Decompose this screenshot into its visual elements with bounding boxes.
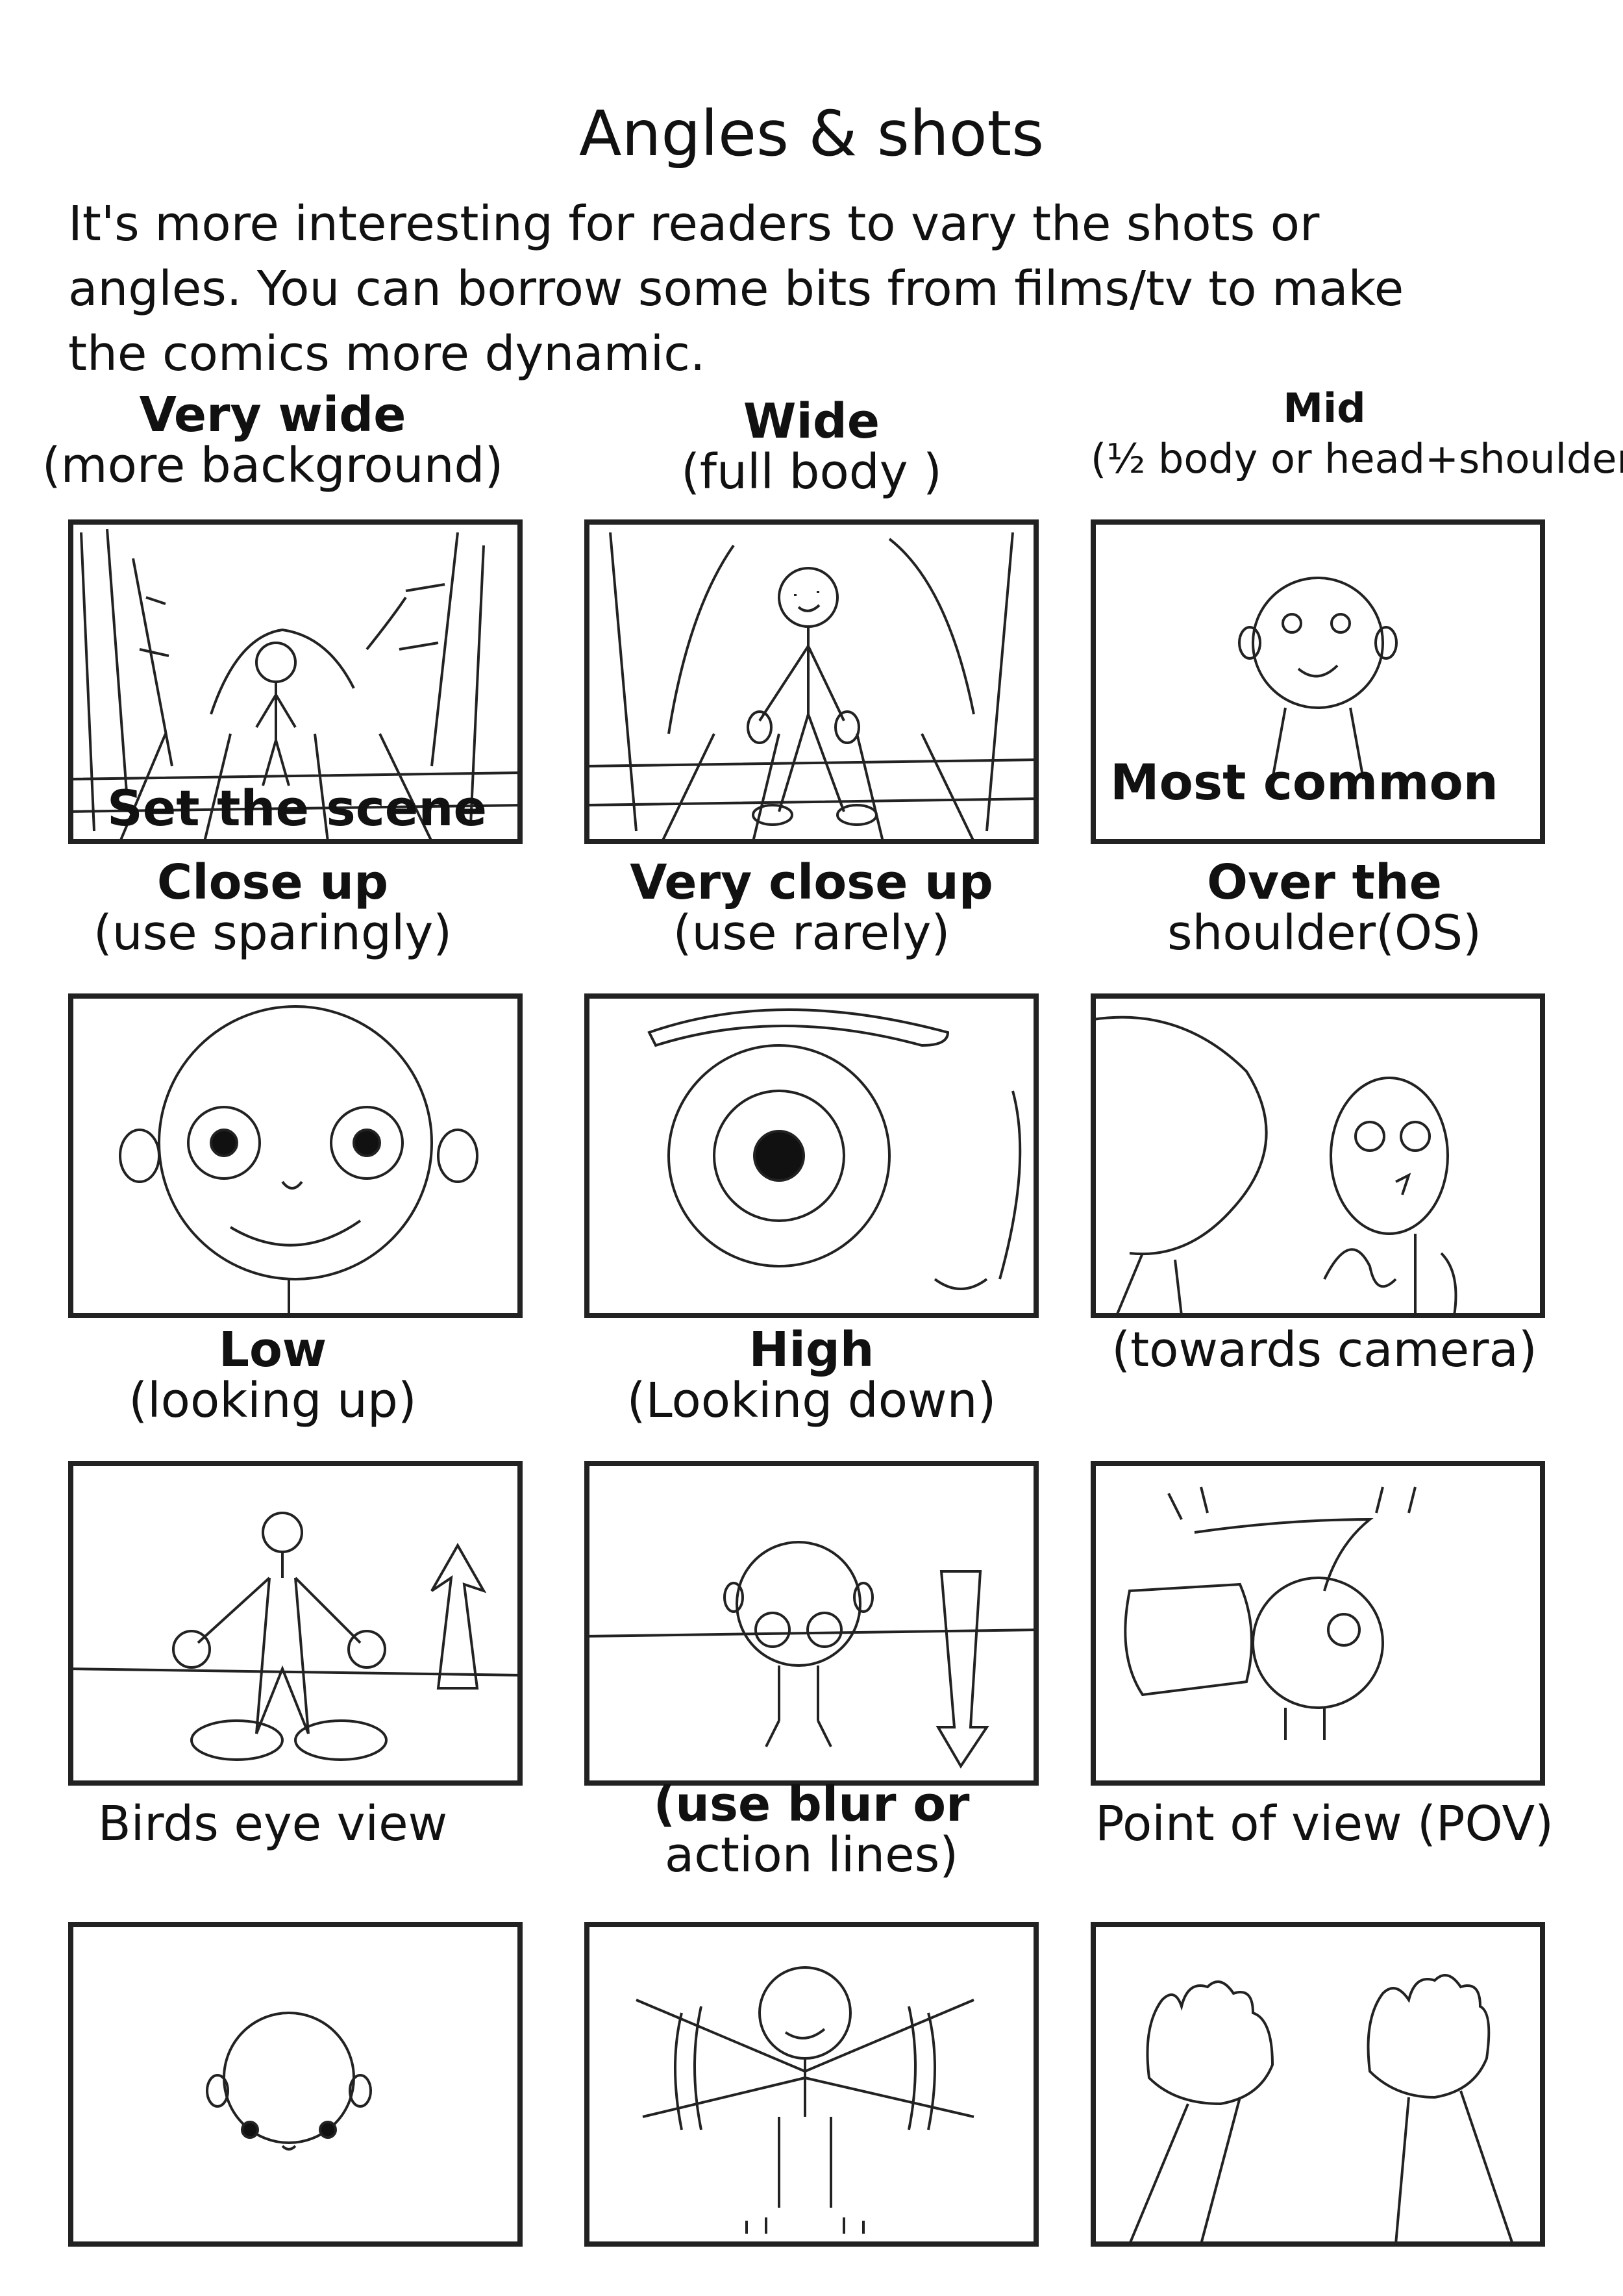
face-close-up-icon <box>68 993 523 1318</box>
caption-wide: Wide (full body ) <box>578 396 1045 497</box>
caption-note: (use rarely) <box>673 905 950 961</box>
caption-action-lines: (use blur or action lines) <box>578 1779 1045 1880</box>
panel-inner-text: Set the scene <box>107 779 487 837</box>
caption-title: Low <box>218 1322 327 1378</box>
caption-very-close-up: Very close up (use rarely) <box>578 857 1045 958</box>
caption-title: High <box>749 1322 874 1378</box>
caption-note: action lines) <box>664 1827 959 1883</box>
birds-eye-head-icon <box>68 1922 523 2247</box>
intro-text: It's more interesting for readers to var… <box>68 192 1561 386</box>
caption-note: (looking up) <box>129 1373 417 1429</box>
caption-title: (use blur or <box>653 1777 970 1832</box>
caption-title: Over the <box>1207 855 1442 910</box>
caption-note: (½ body or head+shoulders) <box>1091 435 1623 482</box>
caption-note: (full body ) <box>681 444 942 500</box>
caption-very-wide: Very wide (more background) <box>39 390 506 491</box>
caption-note: (more background) <box>42 438 504 493</box>
caption-title: Close up <box>156 855 389 910</box>
figure-action-lines-icon <box>584 1922 1039 2247</box>
caption-title: Very close up <box>630 855 993 910</box>
caption-low: Low (looking up) <box>39 1325 506 1426</box>
caption-note: (Looking down) <box>626 1373 997 1429</box>
panel-close-up <box>68 993 523 1318</box>
page-title: Angles & shots <box>578 97 1045 170</box>
panel-mid: Most common <box>1091 519 1545 844</box>
caption-title: Very wide <box>139 387 406 443</box>
caption-close-up: Close up (use sparingly) <box>39 857 506 958</box>
intro-line: the comics more dynamic. <box>68 326 706 382</box>
eye-close-up-icon <box>584 993 1039 1318</box>
caption-title: Mid <box>1283 384 1366 432</box>
panel-birds-eye <box>68 1922 523 2247</box>
panel-towards-camera <box>1091 1461 1545 1786</box>
caption-note: (use sparingly) <box>93 905 452 961</box>
street-scene-icon <box>68 519 523 844</box>
intro-line: angles. You can borrow some bits from fi… <box>68 261 1404 317</box>
panel-point-of-view <box>1091 1922 1545 2247</box>
panel-very-wide: Set the scene <box>68 519 523 844</box>
low-angle-figure-icon <box>68 1461 523 1786</box>
caption-point-of-view: Point of view (POV) <box>1091 1799 1558 1849</box>
panel-over-shoulder <box>1091 993 1545 1318</box>
head-and-shoulders-icon <box>1091 519 1545 844</box>
stick-figure-full-body-icon <box>584 519 1039 844</box>
panel-inner-text: Most common <box>1110 753 1498 811</box>
pov-hands-icon <box>1091 1922 1545 2247</box>
caption-towards-camera: (towards camera) <box>1091 1325 1558 1375</box>
figure-punching-camera-icon <box>1091 1461 1545 1786</box>
caption-note: (towards camera) <box>1111 1322 1537 1378</box>
caption-note: Point of view (POV) <box>1095 1796 1554 1852</box>
intro-line: It's more interesting for readers to var… <box>68 196 1320 252</box>
caption-title: Wide <box>743 393 880 449</box>
panel-wide <box>584 519 1039 844</box>
panel-high <box>584 1461 1039 1786</box>
high-angle-figure-icon <box>584 1461 1039 1786</box>
caption-over-shoulder: Over the shoulder(OS) <box>1091 857 1558 958</box>
caption-mid: Mid (½ body or head+shoulders) <box>1091 383 1623 484</box>
panel-low <box>68 1461 523 1786</box>
panel-action-lines <box>584 1922 1039 2247</box>
caption-note: shoulder(OS) <box>1167 905 1482 961</box>
caption-high: High (Looking down) <box>578 1325 1045 1426</box>
panel-very-close-up <box>584 993 1039 1318</box>
over-shoulder-icon <box>1091 993 1545 1318</box>
caption-note: Birds eye view <box>97 1796 448 1852</box>
caption-birds-eye: Birds eye view <box>39 1799 506 1849</box>
